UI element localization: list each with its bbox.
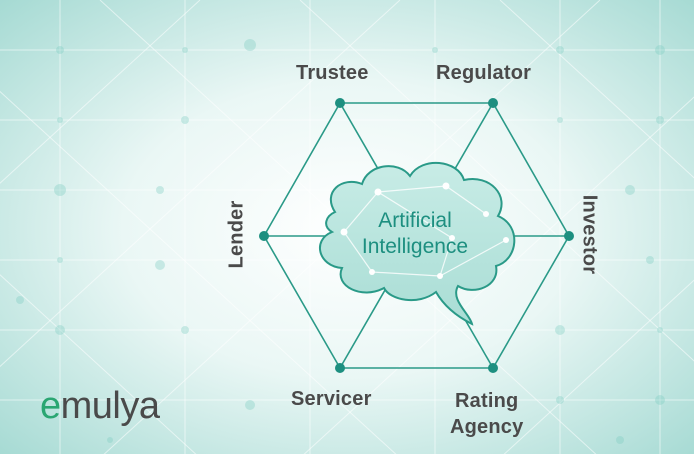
emulya-logo: emulya bbox=[40, 385, 160, 428]
cloud-network-dots bbox=[340, 182, 509, 279]
node-regulator-dot bbox=[488, 98, 498, 108]
right-border bbox=[694, 0, 699, 458]
logo-letter-e: e bbox=[40, 385, 61, 427]
logo-text-rest: mulya bbox=[60, 385, 160, 427]
node-lender-dot bbox=[259, 231, 269, 241]
node-investor-dot bbox=[564, 231, 574, 241]
node-label-lender: Lender bbox=[225, 200, 248, 269]
bottom-border bbox=[0, 454, 699, 458]
node-trustee-dot bbox=[335, 98, 345, 108]
node-servicer-dot bbox=[335, 363, 345, 373]
background-dots bbox=[16, 39, 665, 444]
cloud-network-lines bbox=[343, 185, 507, 277]
rating-agency-line1: Rating bbox=[455, 390, 519, 412]
node-label-rating-agency: Rating Agency bbox=[450, 388, 523, 440]
hexagon-nodes bbox=[259, 98, 574, 373]
node-label-regulator: Regulator bbox=[436, 62, 532, 84]
node-label-trustee: Trustee bbox=[296, 62, 369, 84]
node-rating-agency-dot bbox=[488, 363, 498, 373]
rating-agency-line2: Agency bbox=[450, 416, 524, 438]
center-label-line1: Artificial bbox=[378, 209, 452, 232]
center-label: Artificial Intelligence bbox=[335, 208, 495, 260]
node-label-investor: Investor bbox=[578, 194, 601, 275]
node-label-servicer: Servicer bbox=[291, 388, 372, 410]
center-label-line2: Intelligence bbox=[361, 235, 469, 258]
